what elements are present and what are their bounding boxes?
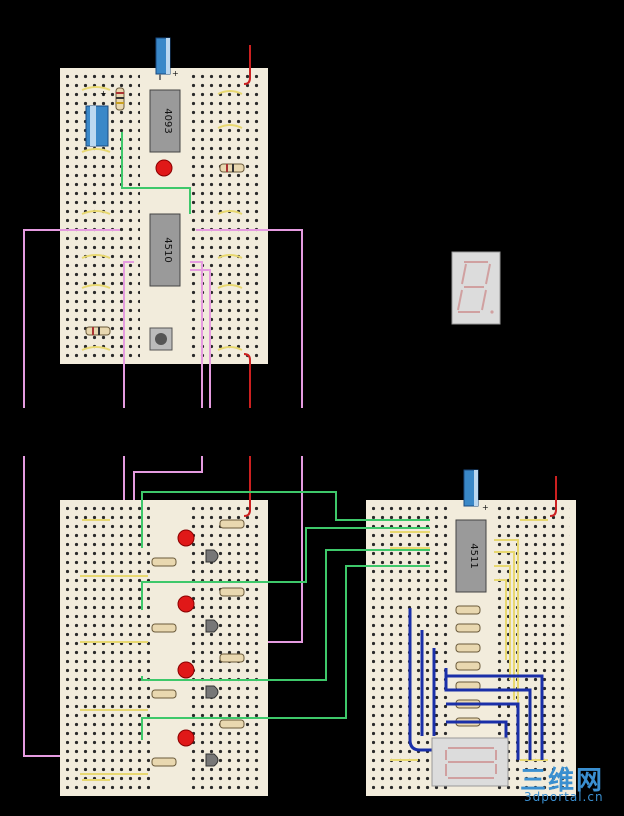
led-driver-stage [151, 587, 245, 633]
jumper-wires-yellow [80, 519, 148, 781]
resistor [219, 163, 245, 173]
led-driver-stage [151, 519, 245, 567]
watermark-url: 3dportal.cn [524, 790, 604, 804]
svg-text:+: + [100, 89, 107, 98]
wire-green [121, 132, 191, 214]
wires-green [141, 491, 430, 740]
led-red [155, 159, 173, 177]
chip-4510: 4510 [149, 213, 181, 287]
jumper-wires-yellow [81, 86, 243, 351]
seven-segment-display-mounted [431, 737, 509, 787]
watermark-logo-text: 三维网 [520, 766, 605, 796]
power-wire [243, 45, 251, 85]
svg-text:+: + [172, 69, 179, 78]
pushbutton [149, 327, 173, 351]
power-wire [243, 456, 251, 517]
chip-label-4511: 4511 [468, 543, 479, 568]
chip-4511: 4511 [455, 519, 487, 593]
chip-label-4510: 4510 [162, 237, 173, 262]
watermark: 三维网 3dportal.cn [520, 760, 620, 810]
seven-segment-display-loose [451, 251, 501, 325]
led-driver-stage [151, 653, 245, 699]
capacitor: + [463, 469, 489, 512]
capacitor: + [155, 37, 179, 80]
power-wire [549, 476, 557, 517]
chip-4093: 4093 [149, 89, 181, 153]
chip-label-4093: 4093 [162, 108, 173, 133]
capacitor: + [85, 89, 109, 147]
led-driver-stage [151, 719, 245, 767]
power-wire [243, 353, 251, 408]
wires-blue [408, 608, 544, 760]
resistor [85, 326, 111, 336]
breadboard-bottom-left [60, 500, 268, 796]
svg-text:+: + [482, 503, 489, 512]
resistor [115, 87, 125, 111]
segment-resistors [455, 605, 481, 727]
